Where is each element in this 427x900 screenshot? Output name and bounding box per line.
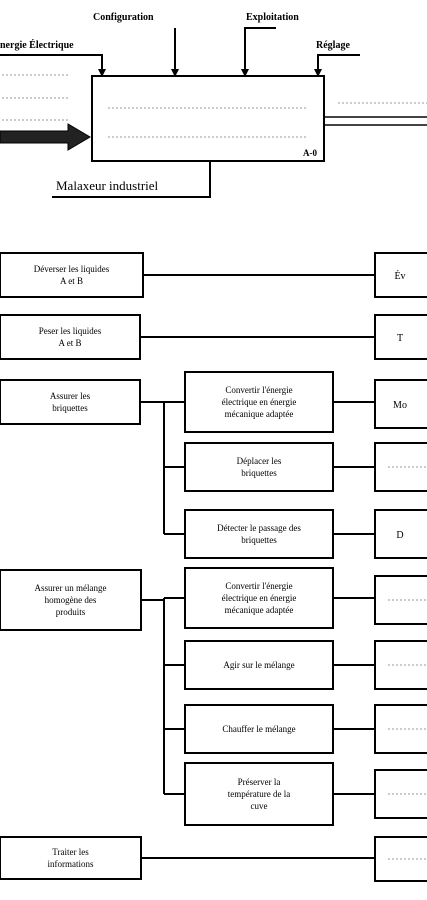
function-label: Peser les liquides [39, 326, 102, 336]
result-box [374, 379, 427, 429]
exploitation-label: Exploitation [246, 12, 299, 23]
fast-tree: Déverser les liquides A et B Peser les liq… [0, 252, 427, 882]
exploitation-arrow [241, 27, 276, 77]
result-label: T [397, 333, 403, 344]
result-box [374, 252, 427, 298]
subfunction-label: électrique en énergie [222, 593, 297, 603]
subfunction-label: électrique en énergie [222, 397, 297, 407]
subfunction-box [184, 567, 334, 629]
subfunction-label: Chauffer le mélange [222, 724, 295, 734]
subfunction-box [184, 704, 334, 754]
function-box [0, 252, 144, 298]
function-box [0, 314, 141, 360]
function-label: Assurer un mélange [35, 583, 107, 593]
subfunction-label: Détecter le passage des [217, 523, 301, 533]
subfunction-label: Préserver la [238, 777, 281, 787]
a0-box [91, 75, 325, 162]
energie-label: nergie Électrique [0, 39, 74, 51]
result-label: Mo [393, 400, 407, 411]
subfunction-label: mécanique adaptée [225, 605, 294, 615]
subfunction-box [184, 509, 334, 559]
subfunction-box [184, 442, 334, 492]
a0-code: A-0 [303, 148, 317, 158]
function-label: produits [56, 607, 86, 617]
function-label: briquettes [52, 403, 88, 413]
configuration-label: Configuration [93, 12, 154, 23]
subfunction-label: Agir sur le mélange [223, 660, 294, 670]
subfunction-label: briquettes [241, 535, 277, 545]
system-label: Malaxeur industriel [56, 178, 159, 193]
function-label: informations [48, 859, 94, 869]
function-label: A et B [58, 338, 81, 348]
context-diagram: Configuration Exploitation nergie Électr… [0, 12, 427, 198]
subfunction-label: Convertir l'énergie [225, 581, 292, 591]
function-box [0, 836, 142, 880]
reglage-arrow [314, 54, 360, 77]
function-box [0, 379, 141, 425]
result-label: D [396, 530, 403, 541]
subfunction-box [184, 640, 334, 690]
subfunction-label: Convertir l'énergie [225, 385, 292, 395]
function-box [0, 569, 142, 631]
subfunction-label: Déplacer les [237, 456, 282, 466]
function-label: A et B [60, 276, 83, 286]
function-label: Assurer les [50, 391, 91, 401]
result-label: Év [394, 270, 405, 282]
function-label: homogène des [45, 595, 97, 605]
system-bracket [52, 161, 211, 198]
input-arrow [0, 123, 91, 151]
result-box [374, 314, 427, 360]
result-box [374, 509, 427, 559]
subfunction-label: mécanique adaptée [225, 409, 294, 419]
subfunction-label: briquettes [241, 468, 277, 478]
subfunction-label: cuve [251, 801, 268, 811]
subfunction-label: température de la [228, 789, 290, 799]
function-label: Traiter les [52, 847, 89, 857]
energie-arrow [0, 54, 106, 77]
function-label: Déverser les liquides [34, 264, 110, 274]
reglage-label: Réglage [316, 40, 350, 51]
